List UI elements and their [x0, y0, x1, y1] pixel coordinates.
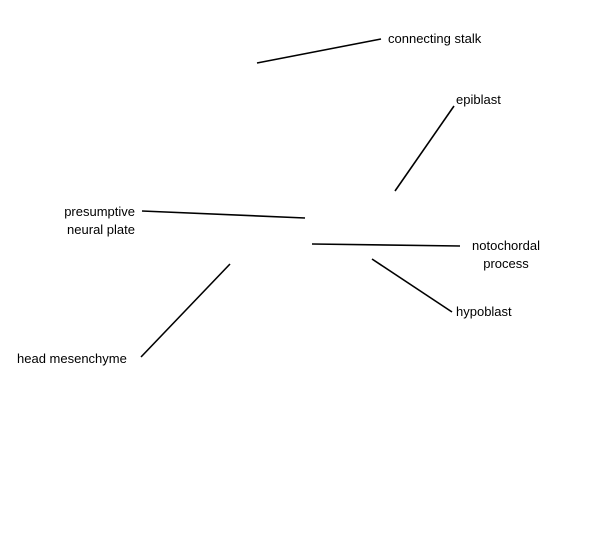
label-connecting-stalk: connecting stalk — [388, 31, 482, 46]
leader-line-epiblast — [394, 105, 455, 192]
label-notochordal-process: notochordal process — [460, 237, 552, 273]
label-notochordal-process-line1: notochordal — [472, 238, 540, 253]
label-presumptive-neural-plate: presumptive neural plate — [50, 203, 135, 239]
leader-line-hypoblast — [371, 258, 453, 313]
label-epiblast: epiblast — [456, 92, 501, 107]
label-presumptive-neural-plate-line1: presumptive — [64, 204, 135, 219]
label-presumptive-neural-plate-line2: neural plate — [67, 222, 135, 237]
label-hypoblast: hypoblast — [456, 304, 512, 319]
leader-line-head-mesenchyme — [140, 263, 231, 358]
leader-line-notochordal-process — [311, 243, 461, 247]
leader-line-presumptive-neural-plate — [141, 210, 306, 219]
label-notochordal-process-line2: process — [483, 256, 529, 271]
label-head-mesenchyme: head mesenchyme — [17, 351, 127, 366]
leader-line-connecting-stalk — [256, 38, 382, 64]
